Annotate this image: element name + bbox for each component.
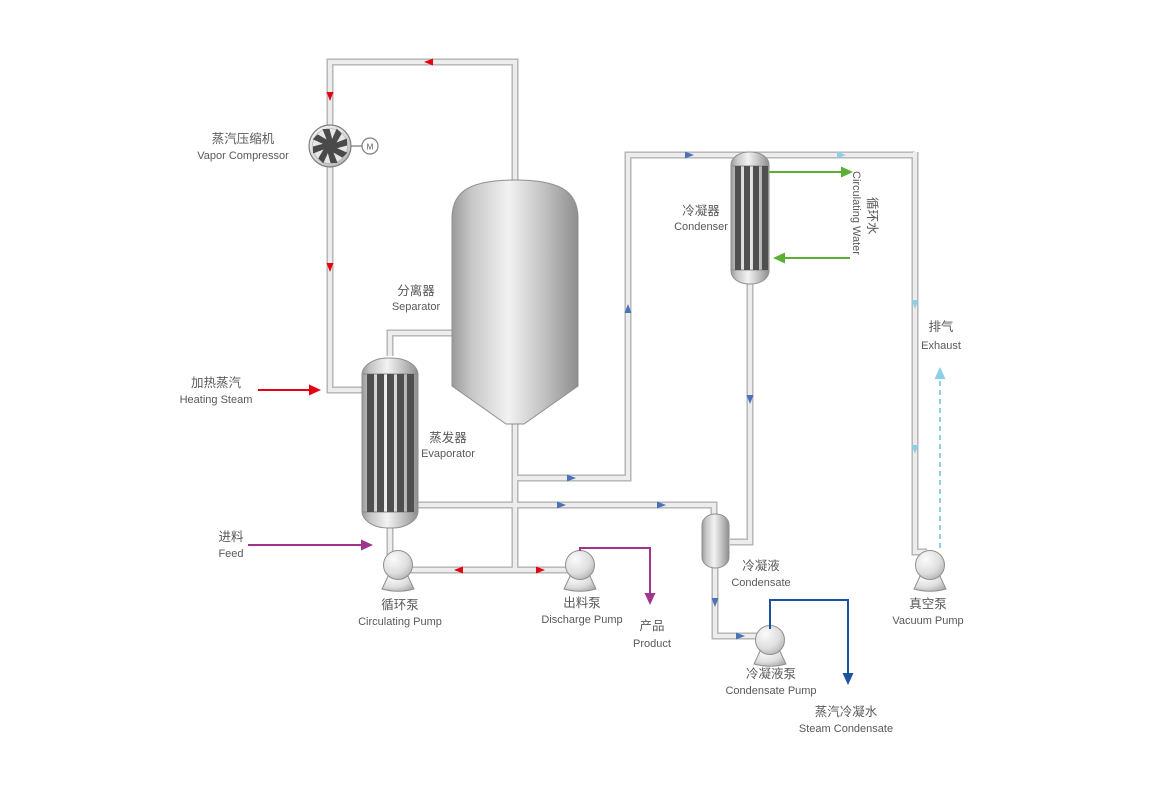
pipe-condenser-to-tank bbox=[730, 280, 750, 542]
label-discharge-pump-en: Discharge Pump bbox=[541, 614, 622, 626]
stream-feed bbox=[248, 539, 373, 551]
label-evaporator-en: Evaporator bbox=[421, 448, 475, 460]
label-vacuum-pump-zh: 真空泵 bbox=[909, 597, 947, 611]
label-steam-condensate-zh: 蒸汽冷凝水 bbox=[815, 704, 878, 719]
pipe-flow-arrows bbox=[326, 58, 919, 640]
condensate-tank bbox=[701, 513, 730, 569]
label-separator-en: Separator bbox=[392, 301, 441, 313]
stream-exhaust bbox=[934, 367, 946, 548]
stream-heating-steam bbox=[258, 384, 321, 396]
label-condensate-zh: 冷凝液 bbox=[742, 558, 780, 573]
stream-steam-condensate bbox=[769, 599, 854, 685]
label-condensate-pump-en: Condensate Pump bbox=[725, 685, 816, 697]
condenser-vessel bbox=[730, 151, 770, 285]
label-heating-steam-en: Heating Steam bbox=[180, 394, 253, 406]
label-feed-en: Feed bbox=[218, 548, 243, 560]
label-exhaust-zh: 排气 bbox=[928, 319, 954, 334]
stream-cooling-water-out bbox=[769, 166, 853, 178]
label-steam-condensate-en: Steam Condensate bbox=[799, 723, 893, 735]
label-separator-zh: 分离器 bbox=[397, 283, 435, 298]
label-circulating-pump-en: Circulating Pump bbox=[358, 616, 442, 628]
label-condensate-en: Condensate bbox=[731, 577, 790, 589]
vacuum-pump-symbol bbox=[913, 550, 947, 592]
label-evaporator-zh: 蒸发器 bbox=[429, 430, 467, 445]
compressor-motor: M bbox=[351, 137, 379, 155]
condensate-pump-symbol bbox=[753, 625, 787, 667]
pipe-compressor-to-evaporator bbox=[330, 165, 380, 390]
label-circulating-pump: 循环泵 Circulating Pump bbox=[358, 598, 442, 628]
label-heating-steam: 加热蒸汽 Heating Steam bbox=[180, 375, 253, 406]
label-condenser: 冷凝器 Condenser bbox=[674, 203, 728, 233]
evaporator-vessel bbox=[361, 357, 419, 529]
evaporator-tubes bbox=[367, 374, 414, 512]
label-vacuum-pump-en: Vacuum Pump bbox=[892, 615, 963, 627]
circulating-pump-symbol bbox=[381, 550, 415, 592]
label-exhaust: 排气 Exhaust bbox=[921, 319, 961, 352]
condenser-tubes bbox=[735, 166, 768, 270]
label-circulating-water-en: Circulating Water bbox=[850, 171, 862, 255]
motor-icon bbox=[361, 137, 379, 155]
exhaust-arrow bbox=[934, 367, 946, 379]
label-product: 产品 Product bbox=[633, 619, 671, 650]
pipe-vapor-to-compressor bbox=[330, 62, 515, 186]
label-circulating-water: 循环水 Circulating Water bbox=[850, 171, 879, 255]
label-vacuum-pump: 真空泵 Vacuum Pump bbox=[892, 597, 963, 627]
compressor-fan-icon bbox=[312, 128, 348, 164]
label-circulating-pump-zh: 循环泵 bbox=[381, 598, 419, 612]
label-circulating-water-zh: 循环水 bbox=[865, 197, 879, 235]
label-product-zh: 产品 bbox=[639, 619, 664, 633]
label-evaporator: 蒸发器 Evaporator bbox=[421, 430, 475, 460]
pipe-cores bbox=[330, 62, 927, 636]
stream-product bbox=[579, 547, 656, 605]
label-steam-condensate: 蒸汽冷凝水 Steam Condensate bbox=[799, 704, 893, 735]
label-condensate-pump: 冷凝液泵 Condensate Pump bbox=[725, 666, 816, 697]
label-feed-zh: 进料 bbox=[218, 530, 244, 544]
vapor-compressor-symbol bbox=[308, 124, 352, 168]
label-product-en: Product bbox=[633, 638, 671, 650]
discharge-pump-symbol bbox=[563, 550, 597, 592]
label-condensate-pump-zh: 冷凝液泵 bbox=[746, 666, 796, 681]
label-heating-steam-zh: 加热蒸汽 bbox=[191, 375, 242, 390]
label-exhaust-en: Exhaust bbox=[921, 340, 961, 352]
steam-condensate-arrow bbox=[842, 673, 854, 685]
label-condenser-en: Condenser bbox=[674, 221, 728, 233]
label-vapor-compressor: 蒸汽压缩机 Vapor Compressor bbox=[197, 131, 289, 162]
label-condensate: 冷凝液 Condensate bbox=[731, 558, 790, 589]
separator-vessel bbox=[451, 179, 579, 425]
label-separator: 分离器 Separator bbox=[392, 283, 441, 313]
feed-arrow bbox=[361, 539, 373, 551]
stream-cooling-water-in bbox=[773, 252, 850, 264]
label-condenser-zh: 冷凝器 bbox=[682, 203, 720, 218]
label-feed: 进料 Feed bbox=[218, 530, 244, 560]
pipe-tank-to-condensate-pump bbox=[715, 562, 762, 636]
label-discharge-pump: 出料泵 Discharge Pump bbox=[541, 596, 622, 626]
product-arrow bbox=[644, 593, 656, 605]
motor-label: M bbox=[367, 143, 374, 152]
label-vapor-compressor-zh: 蒸汽压缩机 bbox=[212, 131, 275, 146]
label-discharge-pump-zh: 出料泵 bbox=[563, 596, 601, 610]
pipe-condensate-to-tank bbox=[412, 505, 714, 520]
cooling-water-in-arrow bbox=[773, 252, 785, 264]
heating-steam-arrow bbox=[309, 384, 321, 396]
pipe-evaporator-to-separator bbox=[390, 333, 462, 356]
label-vapor-compressor-en: Vapor Compressor bbox=[197, 150, 289, 162]
